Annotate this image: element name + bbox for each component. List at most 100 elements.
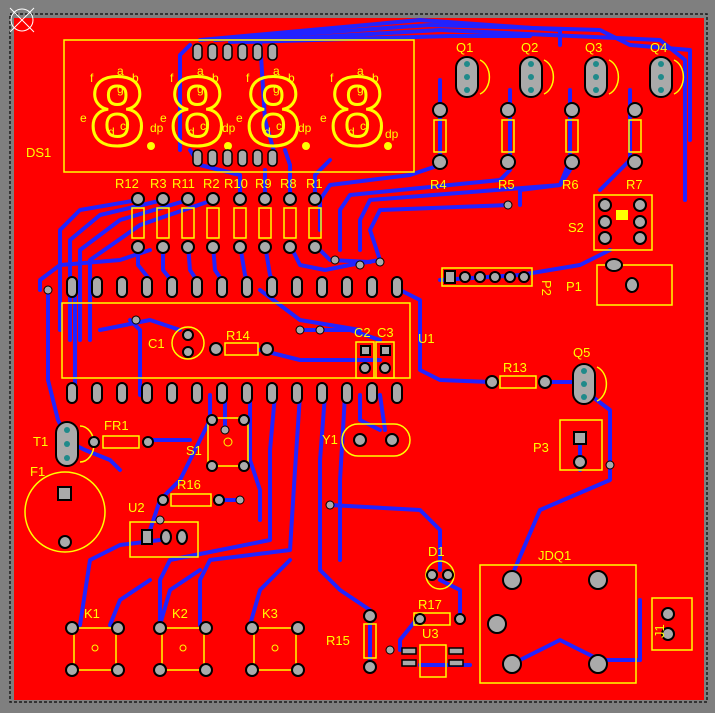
label-fr1: FR1	[104, 418, 129, 433]
label-r17: R17	[418, 597, 442, 612]
label-r12: R12	[115, 176, 139, 191]
label-r2: R2	[203, 176, 220, 191]
seg-label-a: a	[117, 64, 124, 78]
label-r16: R16	[177, 477, 201, 492]
resistors-base	[432, 102, 643, 170]
label-r7: R7	[626, 177, 643, 192]
seg-label-f: f	[330, 71, 334, 85]
seg-label-f: f	[246, 71, 250, 85]
seg-label-b: b	[132, 71, 139, 85]
transistor-q1: Q1	[455, 40, 491, 98]
seg-label-d: d	[348, 125, 355, 139]
label-j1: J1	[652, 624, 667, 638]
label-u3: U3	[422, 626, 439, 641]
resistor-row: R12 R3 R11 R2 R10 R9 R8 R1	[115, 176, 323, 254]
resistor-r17: R17	[413, 597, 466, 626]
label-r10: R10	[224, 176, 248, 191]
board-outline	[9, 13, 708, 703]
seg-label-e: e	[80, 111, 87, 125]
resistor-r16: R16	[157, 477, 225, 507]
seg-label-f: f	[170, 71, 174, 85]
led-d1: D1	[425, 544, 455, 590]
seg-label-d: d	[264, 125, 271, 139]
label-y1: Y1	[322, 432, 338, 447]
resistor-r13: R13	[485, 360, 552, 389]
capacitor-c1: C1	[148, 326, 205, 360]
seg-label-g: g	[273, 82, 280, 96]
label-k3: K3	[262, 606, 278, 621]
label-c3: C3	[377, 325, 394, 340]
seg-label-a: a	[357, 64, 364, 78]
switch-s2: S2	[568, 194, 653, 251]
seg-label-c: c	[200, 119, 206, 133]
seg-label-e: e	[160, 111, 167, 125]
relay-jdq1: JDQ1	[479, 548, 637, 684]
resistor-r15: R15	[326, 609, 377, 674]
seg-label-dp: dp	[298, 121, 312, 135]
mcu-u1: U1	[61, 276, 435, 404]
label-jdq1: JDQ1	[538, 548, 571, 563]
seg-label-g: g	[357, 82, 364, 96]
label-c2: C2	[354, 325, 371, 340]
label-r1: R1	[306, 176, 323, 191]
label-p2: P2	[539, 280, 554, 296]
label-c1: C1	[148, 336, 165, 351]
capacitors-c2-c3: C2 C3	[354, 325, 395, 379]
seg-label-d: d	[188, 125, 195, 139]
label-k1: K1	[84, 606, 100, 621]
seg-label-c: c	[276, 119, 282, 133]
fuse-f1: F1	[24, 464, 106, 553]
regulator-t1: T1	[33, 421, 95, 467]
label-q3: Q3	[585, 40, 602, 55]
seg-label-c: c	[360, 119, 366, 133]
label-r5: R5	[498, 177, 515, 192]
connector-j1: J1	[651, 597, 693, 651]
seg-label-f: f	[90, 71, 94, 85]
digit-3-glyph: 8	[246, 56, 301, 166]
switch-s1: S1	[186, 414, 250, 472]
fuse-fr1: FR1	[88, 418, 154, 449]
label-u1: U1	[418, 331, 435, 346]
label-d1: D1	[428, 544, 445, 559]
seg-label-e: e	[236, 111, 243, 125]
label-s2: S2	[568, 220, 584, 235]
label-p1: P1	[566, 279, 582, 294]
label-k2: K2	[172, 606, 188, 621]
key-k2: K2	[153, 606, 213, 677]
label-q5: Q5	[573, 345, 590, 360]
vias	[43, 200, 615, 655]
label-r11: R11	[172, 176, 195, 191]
label-r15: R15	[326, 633, 350, 648]
seg-label-b: b	[372, 71, 379, 85]
label-r6: R6	[562, 177, 579, 192]
display-outline	[63, 39, 415, 173]
seg-label-dp: dp	[222, 121, 236, 135]
transistor-q5: Q5	[572, 345, 608, 405]
dp-dots	[147, 142, 392, 150]
label-r9: R9	[255, 176, 272, 191]
resistor-bodies	[433, 119, 642, 153]
mounting-hole-cross-b	[9, 7, 35, 33]
seg-label-g: g	[197, 82, 204, 96]
transistor-q2: Q2	[519, 40, 555, 98]
label-t1: T1	[33, 434, 48, 449]
label-u2: U2	[128, 500, 145, 515]
seg-label-dp: dp	[150, 121, 164, 135]
key-k1: K1	[65, 606, 125, 677]
seg-label-c: c	[120, 119, 126, 133]
digit-4-glyph: 8	[330, 56, 385, 166]
connector-p3: P3	[533, 419, 603, 471]
transistor-q4: Q4	[649, 40, 685, 98]
segment-labels: a b f g e d c a b f g e d c dp a b f g e…	[80, 64, 399, 141]
label-p3: P3	[533, 440, 549, 455]
transistors-top: Q1 Q2 Q3 Q4	[455, 40, 685, 98]
seg-label-b: b	[288, 71, 295, 85]
key-k3: K3	[245, 606, 305, 677]
seg-label-a: a	[273, 64, 280, 78]
connector-p1: P1	[566, 258, 673, 306]
resistor-r14: R14	[209, 328, 274, 356]
label-f1: F1	[30, 464, 45, 479]
seg-label-e: e	[320, 111, 327, 125]
digit-1-glyph: 8	[90, 56, 145, 166]
